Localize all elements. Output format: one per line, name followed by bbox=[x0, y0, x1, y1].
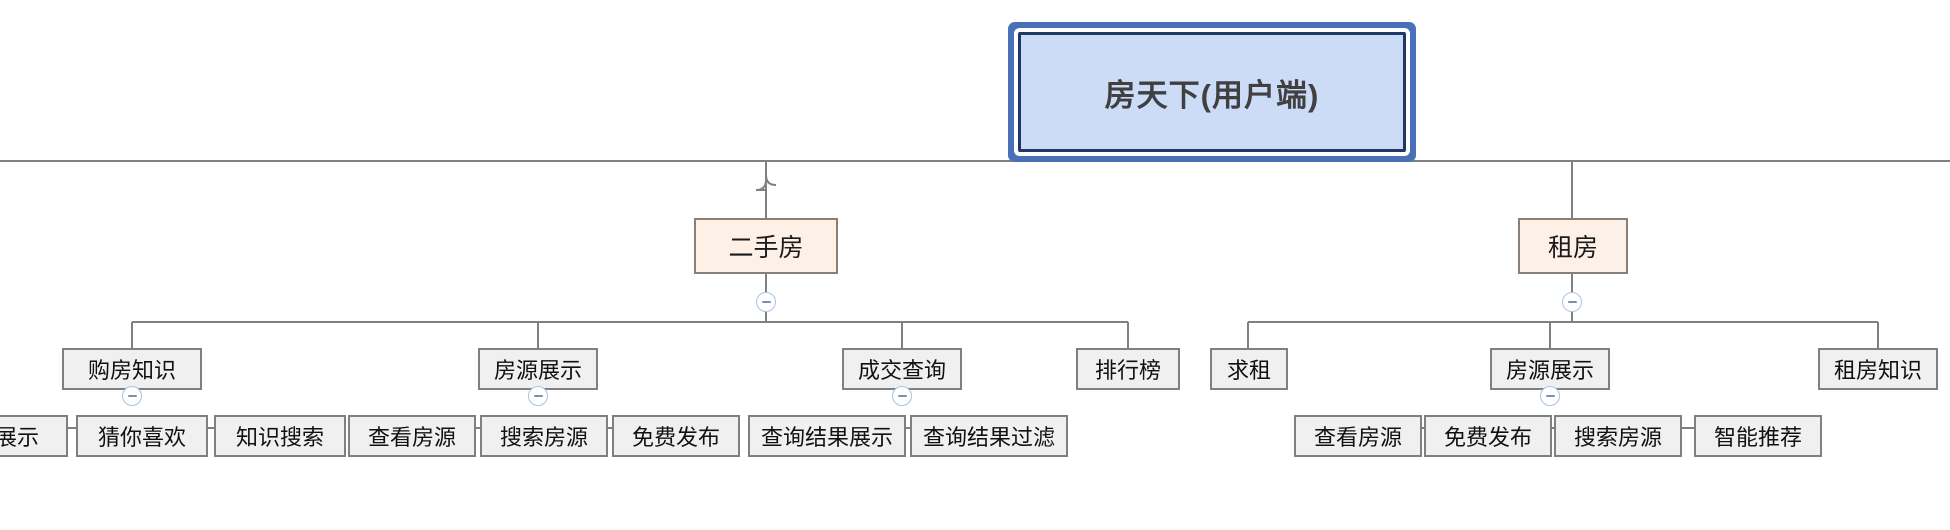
node-sousuo-fangyuan-2[interactable]: 搜索房源 bbox=[1554, 415, 1682, 457]
node-label: 查询结果展示 bbox=[760, 425, 893, 450]
node-label: 租房知识 bbox=[1833, 358, 1922, 383]
minus-icon bbox=[1567, 301, 1577, 303]
node-label: 免费发布 bbox=[1443, 425, 1532, 450]
node-mianfei-fabu-2[interactable]: 免费发布 bbox=[1424, 415, 1552, 457]
node-gofang-zhishi[interactable]: 购房知识 bbox=[62, 348, 202, 390]
node-label: 猜你喜欢 bbox=[97, 425, 186, 450]
node-cainixihuan[interactable]: 猜你喜欢 bbox=[76, 415, 208, 457]
toggle-fangyuan-zhanshi-1[interactable] bbox=[528, 386, 548, 406]
node-label: 展示 bbox=[0, 425, 39, 450]
node-label: 查看房源 bbox=[1313, 425, 1402, 450]
node-label: 查询结果过滤 bbox=[922, 425, 1055, 450]
node-label: 购房知识 bbox=[87, 358, 176, 383]
node-label: 成交查询 bbox=[857, 358, 946, 383]
node-label: 二手房 bbox=[728, 234, 804, 262]
node-label: 房源展示 bbox=[1505, 358, 1594, 383]
toggle-zufang[interactable] bbox=[1562, 292, 1582, 312]
node-label: 知识搜索 bbox=[235, 425, 324, 450]
toggle-ershoufang[interactable] bbox=[756, 292, 776, 312]
node-fangyuan-zhanshi-2[interactable]: 房源展示 bbox=[1490, 348, 1610, 390]
minus-icon bbox=[897, 395, 907, 397]
node-ershoufang[interactable]: 二手房 bbox=[694, 218, 838, 274]
node-label: 搜索房源 bbox=[1573, 425, 1662, 450]
node-chakan-fangyuan-2[interactable]: 查看房源 bbox=[1294, 415, 1422, 457]
minus-icon bbox=[761, 301, 771, 303]
minus-icon bbox=[533, 395, 543, 397]
node-chaxun-jieguo-guolv[interactable]: 查询结果过滤 bbox=[910, 415, 1068, 457]
node-label: 查看房源 bbox=[367, 425, 456, 450]
root-node[interactable]: 房天下(用户端) bbox=[1018, 32, 1406, 152]
node-label: 搜索房源 bbox=[499, 425, 588, 450]
minus-icon bbox=[1545, 395, 1555, 397]
minus-icon bbox=[127, 395, 137, 397]
node-label: 免费发布 bbox=[631, 425, 720, 450]
node-chaxun-jieguo-zhanshi[interactable]: 查询结果展示 bbox=[748, 415, 906, 457]
root-node-label: 房天下(用户端) bbox=[1104, 77, 1320, 113]
node-sousuo-fangyuan-1[interactable]: 搜索房源 bbox=[480, 415, 608, 457]
node-mianfei-fabu-1[interactable]: 免费发布 bbox=[612, 415, 740, 457]
node-fangyuan-zhanshi-1[interactable]: 房源展示 bbox=[478, 348, 598, 390]
node-zufang-zhishi[interactable]: 租房知识 bbox=[1818, 348, 1938, 390]
toggle-chengjiao-chaxun[interactable] bbox=[892, 386, 912, 406]
toggle-fangyuan-zhanshi-2[interactable] bbox=[1540, 386, 1560, 406]
node-zhineng-tuijian[interactable]: 智能推荐 bbox=[1694, 415, 1822, 457]
node-label: 智能推荐 bbox=[1713, 425, 1802, 450]
node-zhanshi[interactable]: 展示 bbox=[0, 415, 68, 457]
node-qiuzu[interactable]: 求租 bbox=[1210, 348, 1288, 390]
node-chakan-fangyuan-1[interactable]: 查看房源 bbox=[348, 415, 476, 457]
node-paihangbang[interactable]: 排行榜 bbox=[1076, 348, 1180, 390]
node-chengjiao-chaxun[interactable]: 成交查询 bbox=[842, 348, 962, 390]
node-label: 房源展示 bbox=[493, 358, 582, 383]
node-zufang[interactable]: 租房 bbox=[1518, 218, 1628, 274]
node-zhishi-sousuo[interactable]: 知识搜索 bbox=[214, 415, 346, 457]
node-label: 租房 bbox=[1547, 234, 1598, 262]
node-label: 排行榜 bbox=[1094, 358, 1161, 383]
toggle-gofang-zhishi[interactable] bbox=[122, 386, 142, 406]
node-label: 求租 bbox=[1226, 358, 1271, 383]
